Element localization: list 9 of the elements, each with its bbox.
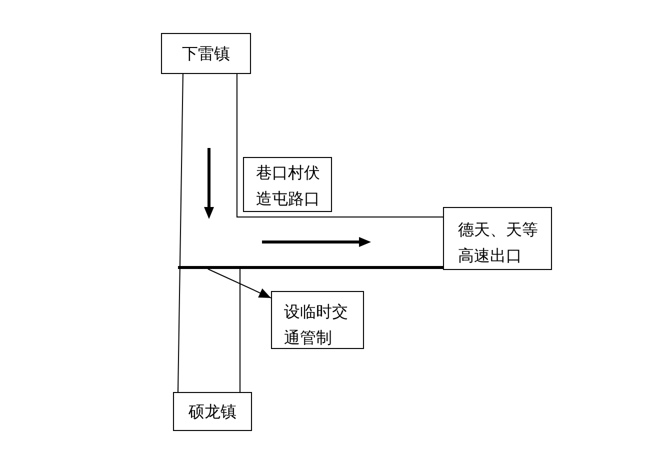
text-box: 德天、天等高速出口 <box>443 207 552 270</box>
leader-arrow <box>207 268 272 298</box>
text-box: 下雷镇 <box>161 33 251 74</box>
text-box: 巷口村伏造屯路口 <box>243 157 332 212</box>
road-line <box>177 74 184 392</box>
road-line <box>236 74 444 218</box>
text-box: 硕龙镇 <box>173 392 252 431</box>
callout-box: 设临时交通管制 <box>271 291 364 349</box>
thick-line <box>178 266 443 269</box>
